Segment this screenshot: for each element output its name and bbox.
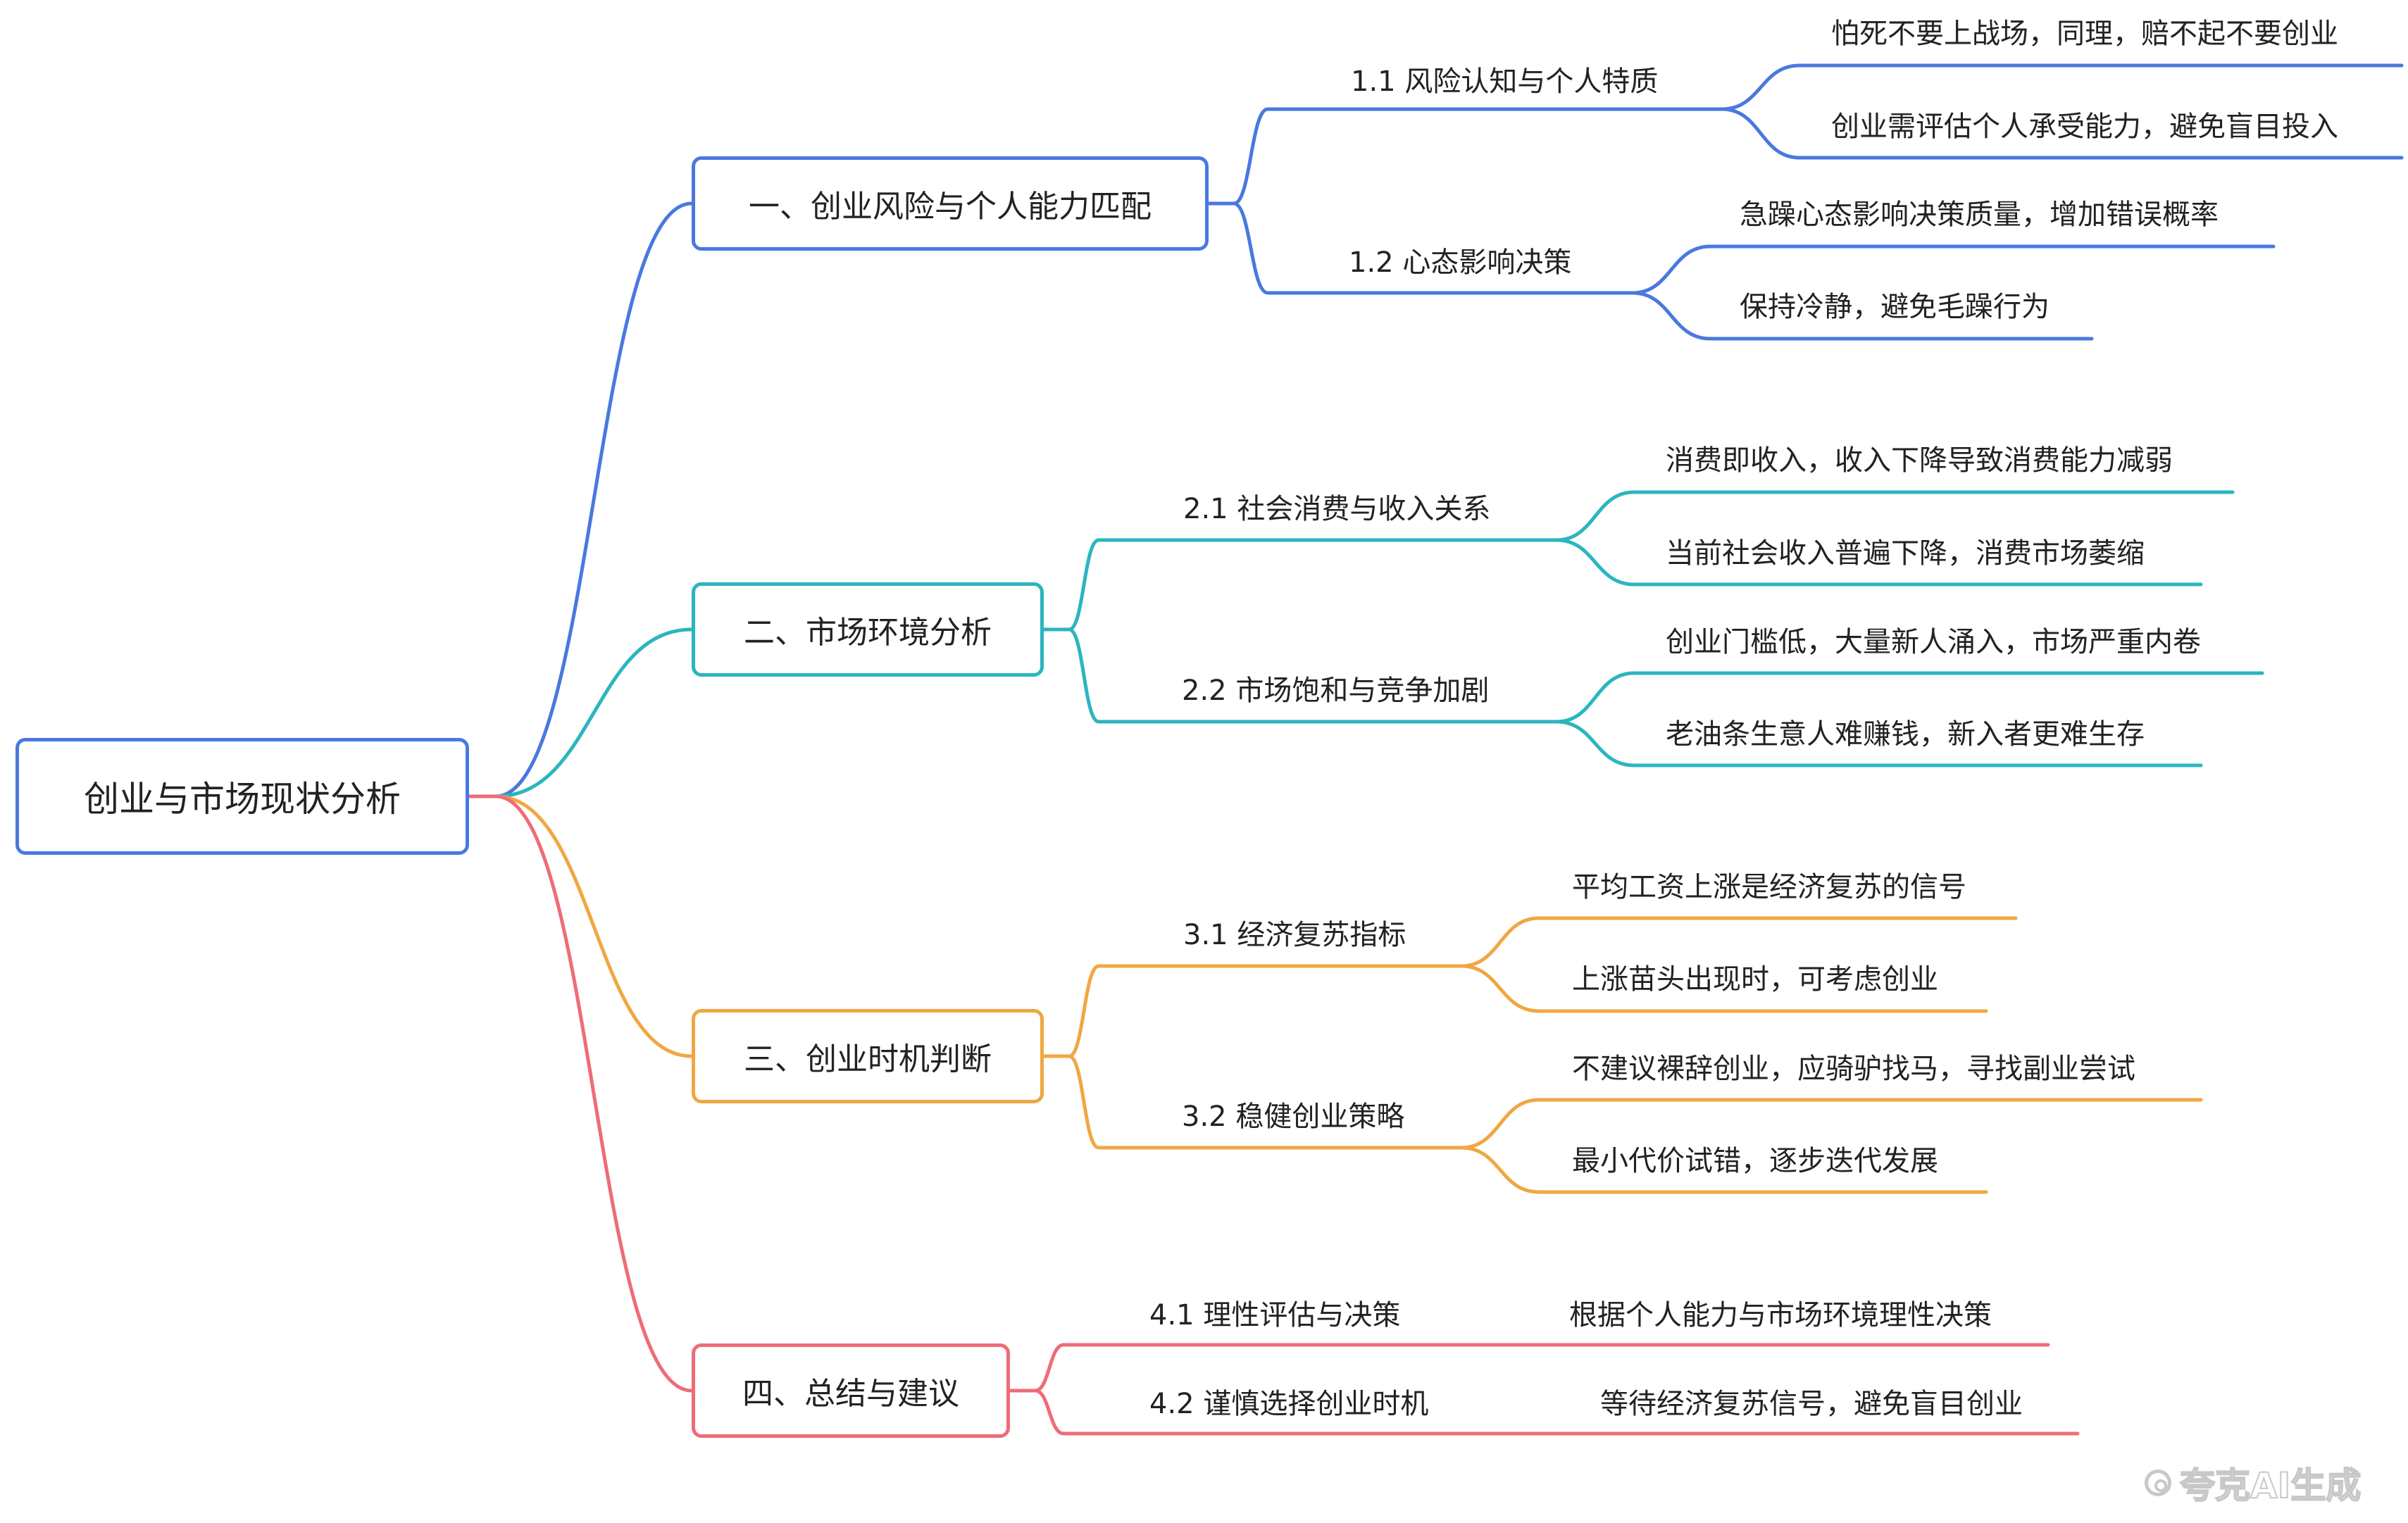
sub-3-1-label: 3.1 经济复苏指标 bbox=[1183, 919, 1406, 951]
sub-2-1-connector bbox=[1067, 538, 1559, 632]
leaf-2-2-2-line bbox=[1554, 720, 2203, 767]
leaf-3-1-2-line bbox=[1459, 964, 1988, 1013]
sub-1-1-label: 1.1 风险认知与个人特质 bbox=[1351, 65, 1659, 98]
sub-3-1-connector bbox=[1067, 964, 1464, 1058]
leaf-3-2-2-line bbox=[1459, 1146, 1988, 1194]
leaf-2-1-1-line bbox=[1554, 490, 2235, 542]
leaf-1-1-1-line bbox=[1720, 63, 2404, 111]
leaf-2-1-2-label: 当前社会收入普遍下降，消费市场萎缩 bbox=[1666, 537, 2145, 570]
sub-2-2-connector bbox=[1067, 627, 1559, 724]
sub-2-1-label: 2.1 社会消费与收入关系 bbox=[1183, 493, 1491, 525]
leaf-1-2-2-line bbox=[1630, 291, 2094, 341]
leaf-4-2-1-label: 等待经济复苏信号，避免盲目创业 bbox=[1600, 1388, 2023, 1420]
branch-4-connector bbox=[494, 794, 694, 1393]
sub-4-2-connector bbox=[1033, 1389, 1537, 1436]
watermark: 夸克AI生成 bbox=[2145, 1458, 2362, 1508]
sub-3-2-label: 3.2 稳健创业策略 bbox=[1182, 1101, 1405, 1133]
sub-2-2-label: 2.2 市场饱和与竞争加剧 bbox=[1182, 675, 1490, 707]
leaf-3-2-1-line bbox=[1459, 1098, 2203, 1150]
branch-2-connector bbox=[494, 627, 694, 798]
sub-4-1-label: 4.1 理性评估与决策 bbox=[1149, 1299, 1401, 1331]
sub-1-2-label: 1.2 心态影响决策 bbox=[1349, 246, 1572, 279]
leaf-2-2-1-line bbox=[1554, 671, 2264, 724]
leaf-3-1-1-label: 平均工资上涨是经济复苏的信号 bbox=[1572, 871, 1966, 903]
sub-4-1-connector bbox=[1033, 1343, 1537, 1393]
leaf-1-1-1-label: 怕死不要上战场，同理，赔不起不要创业 bbox=[1831, 18, 2338, 50]
branch-3-connector bbox=[494, 794, 694, 1058]
leaf-2-1-1-label: 消费即收入，收入下降导致消费能力减弱 bbox=[1666, 444, 2173, 477]
leaf-1-1-2-line bbox=[1720, 107, 2404, 160]
quark-logo-icon bbox=[2145, 1469, 2171, 1496]
branch-3-node[interactable]: 三、创业时机判断 bbox=[692, 1009, 1044, 1103]
branch-4-node[interactable]: 四、总结与建议 bbox=[692, 1343, 1010, 1438]
leaf-3-2-1-label: 不建议裸辞创业，应骑驴找马，寻找副业尝试 bbox=[1572, 1053, 2135, 1085]
sub-1-1-connector bbox=[1232, 107, 1724, 206]
leaf-4-1-1-label: 根据个人能力与市场环境理性决策 bbox=[1569, 1299, 1992, 1331]
leaf-3-1-2-label: 上涨苗头出现时，可考虑创业 bbox=[1572, 963, 1938, 996]
leaf-1-1-2-label: 创业需评估个人承受能力，避免盲目投入 bbox=[1831, 111, 2338, 143]
branch-2-node[interactable]: 二、市场环境分析 bbox=[692, 582, 1044, 677]
sub-4-2-label: 4.2 谨慎选择创业时机 bbox=[1149, 1388, 1429, 1420]
leaf-3-1-1-line bbox=[1459, 916, 2018, 968]
leaf-1-2-2-label: 保持冷静，避免毛躁行为 bbox=[1740, 291, 2050, 323]
leaf-2-1-2-line bbox=[1554, 538, 2203, 587]
branch-1-node[interactable]: 一、创业风险与个人能力匹配 bbox=[692, 156, 1209, 251]
leaf-2-2-1-label: 创业门槛低，大量新人涌入，市场严重内卷 bbox=[1666, 626, 2201, 658]
leaf-1-2-1-line bbox=[1630, 244, 2276, 295]
root-node[interactable]: 创业与市场现状分析 bbox=[15, 738, 469, 855]
branch-1-connector bbox=[494, 201, 694, 798]
sub-3-2-connector bbox=[1067, 1054, 1464, 1150]
leaf-2-2-2-label: 老油条生意人难赚钱，新入者更难生存 bbox=[1666, 718, 2145, 751]
sub-1-2-connector bbox=[1232, 201, 1635, 295]
leaf-3-2-2-label: 最小代价试错，逐步迭代发展 bbox=[1572, 1145, 1938, 1177]
leaf-1-2-1-label: 急躁心态影响决策质量，增加错误概率 bbox=[1740, 199, 2219, 231]
watermark-text: 夸克AI生成 bbox=[2179, 1465, 2362, 1507]
